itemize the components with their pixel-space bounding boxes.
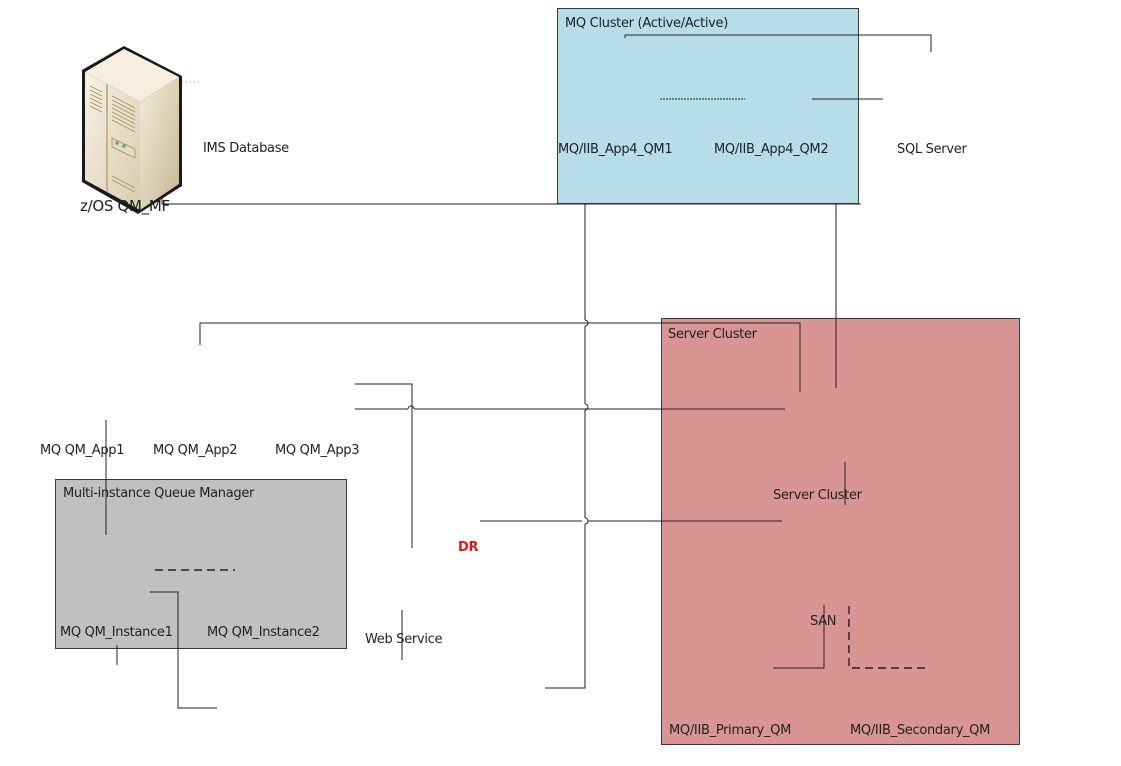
instance2-label: MQ QM_Instance2 xyxy=(207,625,320,640)
server-cluster-group xyxy=(661,318,1020,745)
zos-label: z/OS QM_MF xyxy=(80,197,170,215)
mq-cluster-title: MQ Cluster (Active/Active) xyxy=(565,16,729,31)
sql-server-label: SQL Server xyxy=(897,142,967,157)
app4-qm2-label: MQ/IIB_App4_QM2 xyxy=(714,142,829,157)
mainframe-icon xyxy=(82,46,182,214)
line-zos-trunk xyxy=(161,184,861,205)
web-service-label: Web Service xyxy=(365,632,443,647)
app2-label: MQ QM_App2 xyxy=(153,443,238,458)
line-app2-cluster xyxy=(199,322,801,392)
app4-qm1-label: MQ/IIB_App4_QM1 xyxy=(558,142,673,157)
line-instance1-desktop2 xyxy=(150,591,217,709)
line-qm1-sql xyxy=(624,34,932,52)
instance1-label: MQ QM_Instance1 xyxy=(60,625,173,640)
line-mq-trunk xyxy=(545,204,586,689)
multi-instance-group xyxy=(55,479,347,649)
primary-qm-label: MQ/IIB_Primary_QM xyxy=(669,723,791,738)
cluster-server-label: Server Cluster xyxy=(773,488,862,503)
secondary-qm-label: MQ/IIB_Secondary_QM xyxy=(850,723,991,738)
connection-lines xyxy=(105,34,932,709)
line-san-primary xyxy=(773,605,825,669)
line-san-secondary-dashed xyxy=(848,606,930,669)
ims-database-label: IMS Database xyxy=(203,141,289,156)
dr-label: DR xyxy=(458,540,479,555)
line-app3-web xyxy=(355,383,413,548)
multi-instance-title: Multi-instance Queue Manager xyxy=(63,486,255,501)
app1-label: MQ QM_App1 xyxy=(40,443,125,458)
app3-label: MQ QM_App3 xyxy=(275,443,360,458)
san-label: SAN xyxy=(810,614,837,629)
mq-cluster-group xyxy=(557,8,859,204)
server-cluster-title: Server Cluster xyxy=(668,327,757,342)
